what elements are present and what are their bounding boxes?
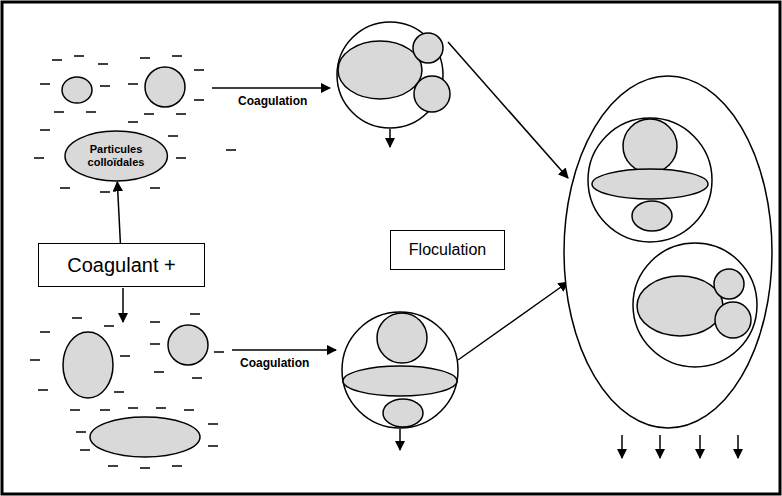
process-label: Coagulation [240, 356, 309, 370]
process-arrow [117, 182, 120, 243]
particles-bottom [63, 325, 208, 457]
coagulant-box: Coagulant + [38, 243, 205, 287]
node-text: Coagulant + [67, 254, 175, 277]
particles-top [62, 67, 185, 107]
colloid-particle: Particules colloïdales [64, 130, 168, 182]
aggregate-top [337, 22, 450, 128]
floc [564, 76, 772, 428]
particle-ellipse [65, 131, 167, 181]
negative-charges [30, 56, 236, 468]
node-text: Floculation [409, 241, 486, 259]
node-text: Particules colloïdales [80, 143, 152, 168]
aggregate-bottom [342, 312, 458, 428]
floculation-box: Floculation [390, 230, 505, 270]
process-label: Coagulation [238, 94, 307, 108]
